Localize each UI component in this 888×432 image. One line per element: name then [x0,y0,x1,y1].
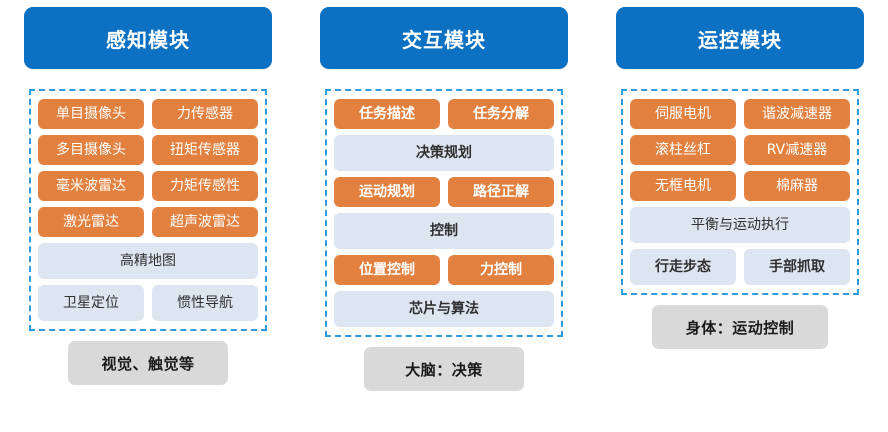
module-item-chip[interactable]: 任务分解 [448,99,554,129]
module-item-chip[interactable]: 手部抓取 [744,249,850,285]
module-item-chip[interactable]: 决策规划 [334,135,554,171]
module-row: 卫星定位惯性导航 [38,285,258,321]
module-item-chip[interactable]: 任务描述 [334,99,440,129]
module-column: 交互模块任务描述任务分解决策规划运动规划路径正解控制位置控制力控制芯片与算法大脑… [296,0,592,432]
module-header[interactable]: 运控模块 [616,7,864,69]
module-item-chip[interactable]: 多目摄像头 [38,135,144,165]
module-item-chip[interactable]: 高精地图 [38,243,258,279]
module-item-chip[interactable]: 力矩传感性 [152,171,258,201]
module-item-chip[interactable]: 平衡与运动执行 [630,207,850,243]
module-row: 控制 [334,213,554,249]
module-item-chip[interactable]: 控制 [334,213,554,249]
module-item-chip[interactable]: RV减速器 [744,135,850,165]
module-item-chip[interactable]: 伺服电机 [630,99,736,129]
module-row: 位置控制力控制 [334,255,554,285]
module-item-chip[interactable]: 力控制 [448,255,554,285]
module-row: 运动规划路径正解 [334,177,554,207]
module-row: 无框电机棉麻器 [630,171,850,201]
module-item-chip[interactable]: 芯片与算法 [334,291,554,327]
module-item-chip[interactable]: 扭矩传感器 [152,135,258,165]
module-item-chip[interactable]: 单目摄像头 [38,99,144,129]
module-item-chip[interactable]: 谐波减速器 [744,99,850,129]
module-item-chip[interactable]: 超声波雷达 [152,207,258,237]
module-item-chip[interactable]: 惯性导航 [152,285,258,321]
module-dashed-group: 单目摄像头力传感器多目摄像头扭矩传感器毫米波雷达力矩传感性激光雷达超声波雷达高精… [29,89,267,331]
module-row: 滚柱丝杠 RV减速器 [630,135,850,165]
module-item-chip[interactable]: 棉麻器 [744,171,850,201]
module-item-chip[interactable]: 位置控制 [334,255,440,285]
module-item-chip[interactable]: 滚柱丝杠 [630,135,736,165]
module-item-chip[interactable]: 行走步态 [630,249,736,285]
module-item-chip[interactable]: 毫米波雷达 [38,171,144,201]
module-item-chip[interactable]: 力传感器 [152,99,258,129]
module-row: 单目摄像头力传感器 [38,99,258,129]
module-row: 多目摄像头扭矩传感器 [38,135,258,165]
module-header[interactable]: 感知模块 [24,7,272,69]
module-item-chip[interactable]: 运动规划 [334,177,440,207]
module-dashed-group: 任务描述任务分解决策规划运动规划路径正解控制位置控制力控制芯片与算法 [325,89,563,337]
module-header[interactable]: 交互模块 [320,7,568,69]
module-row: 平衡与运动执行 [630,207,850,243]
module-item-chip[interactable]: 激光雷达 [38,207,144,237]
module-footer-label: 大脑：决策 [364,347,524,391]
module-column: 感知模块单目摄像头力传感器多目摄像头扭矩传感器毫米波雷达力矩传感性激光雷达超声波… [0,0,296,432]
module-row: 任务描述任务分解 [334,99,554,129]
module-row: 激光雷达超声波雷达 [38,207,258,237]
module-row: 毫米波雷达力矩传感性 [38,171,258,201]
module-footer-label: 视觉、触觉等 [68,341,228,385]
module-row: 决策规划 [334,135,554,171]
module-item-chip[interactable]: 卫星定位 [38,285,144,321]
module-item-chip[interactable]: 路径正解 [448,177,554,207]
module-footer-label: 身体：运动控制 [652,305,828,349]
module-row: 芯片与算法 [334,291,554,327]
module-row: 行走步态手部抓取 [630,249,850,285]
module-row: 高精地图 [38,243,258,279]
module-item-chip[interactable]: 无框电机 [630,171,736,201]
module-row: 伺服电机谐波减速器 [630,99,850,129]
